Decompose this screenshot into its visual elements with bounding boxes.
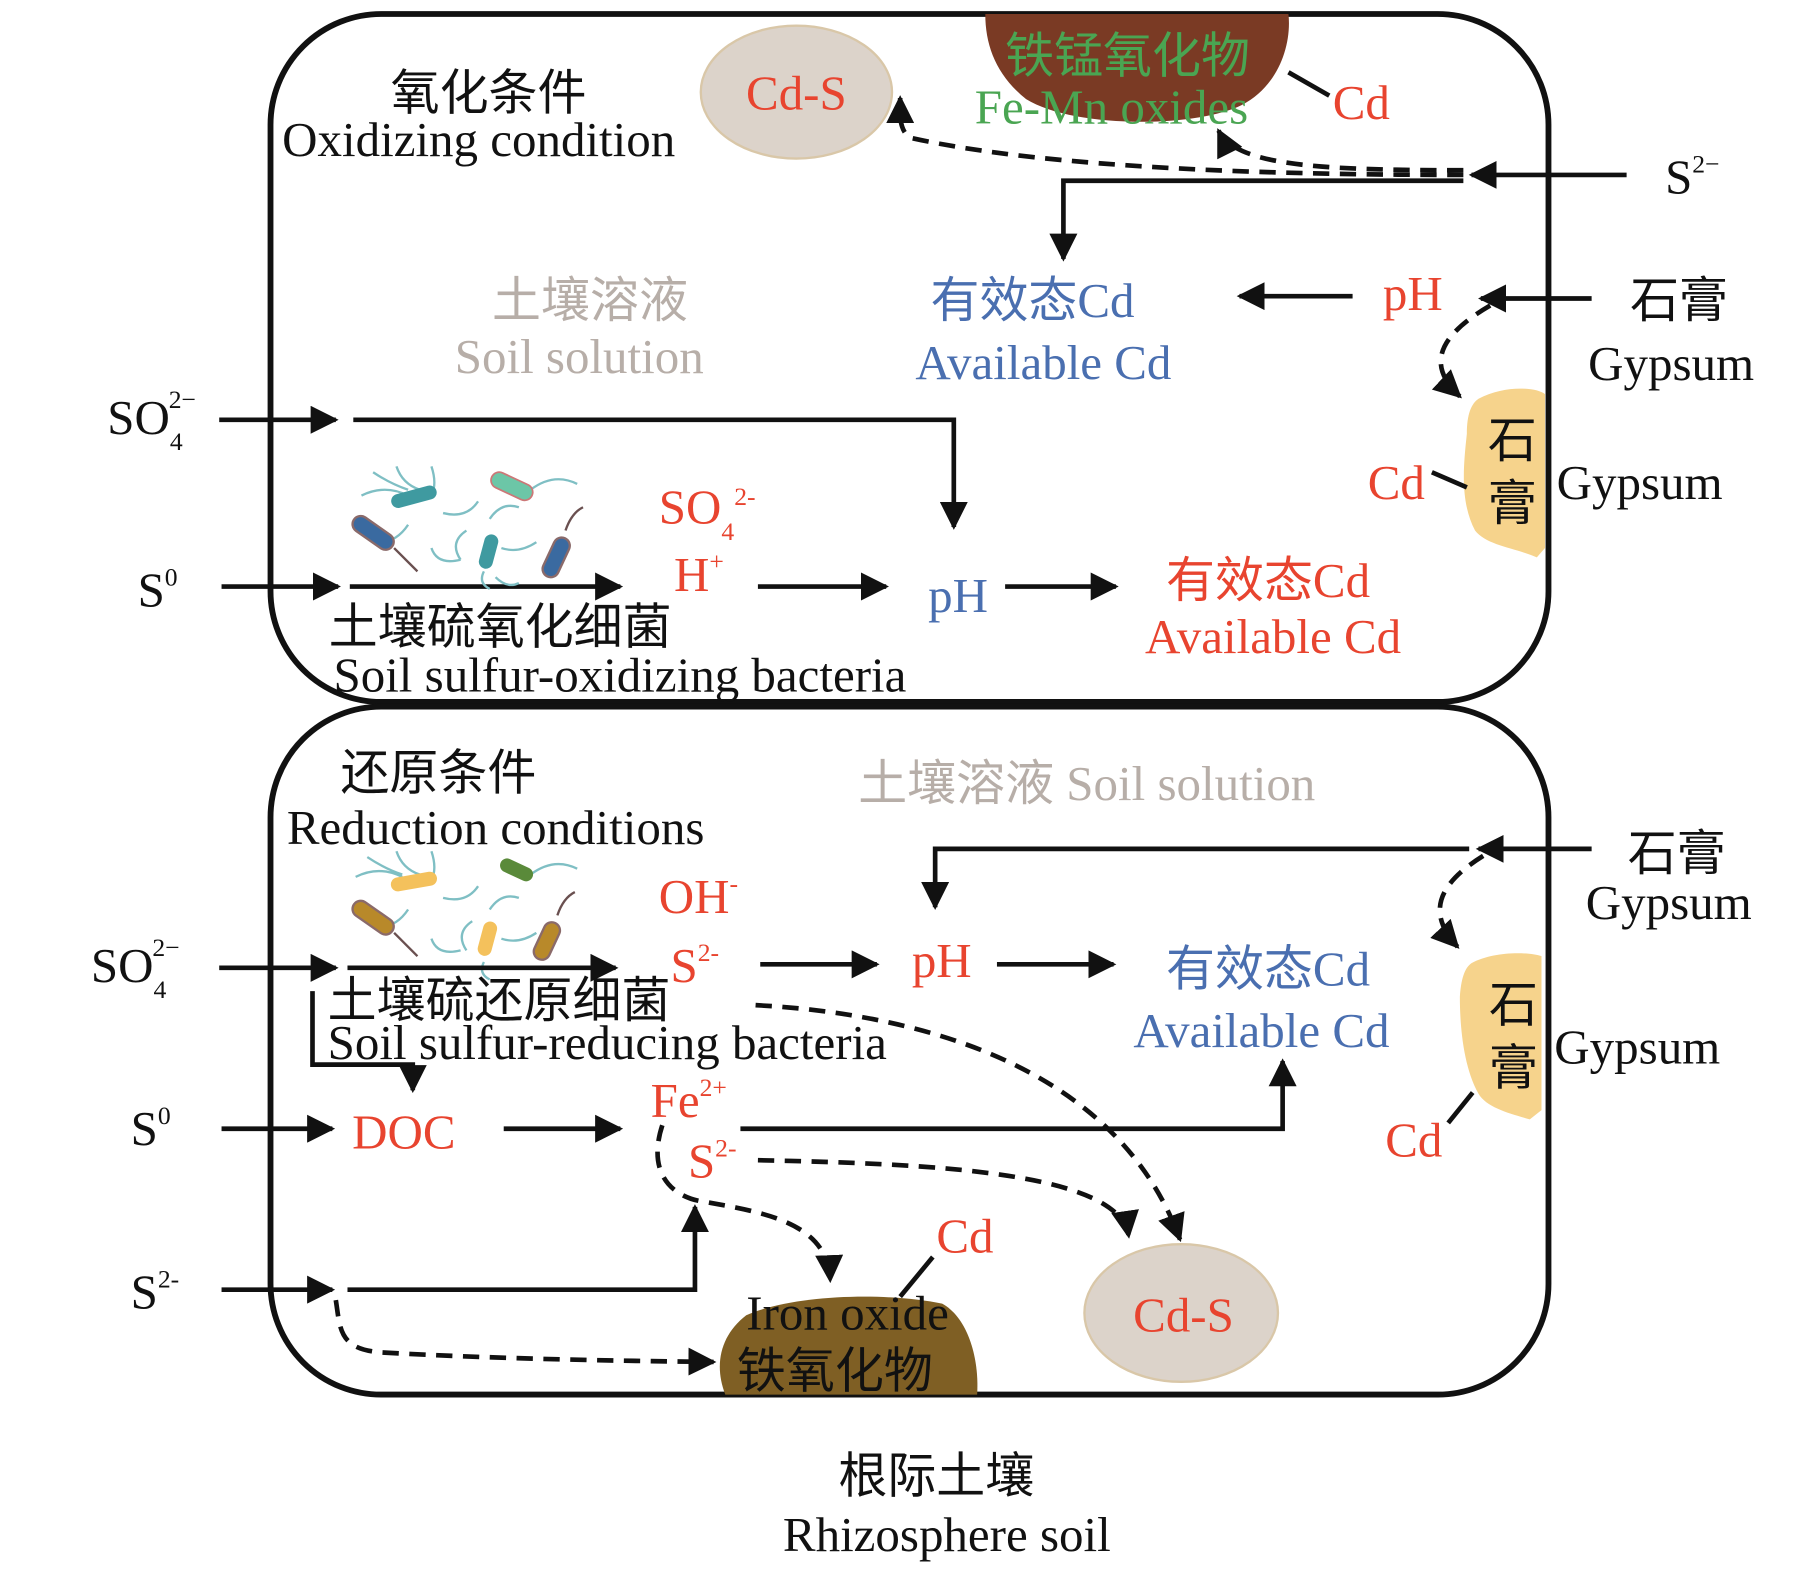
- gypsum-input-en-top: Gypsum: [1588, 336, 1754, 391]
- ph-bottom: pH: [912, 933, 972, 988]
- gypsum-particle-cn1-bottom: 石: [1489, 977, 1538, 1032]
- soil-solution-en: Soil solution: [455, 329, 704, 384]
- sulfur-reducing-bacteria-en: Soil sulfur-reducing bacteria: [328, 1015, 888, 1070]
- s2-to-femn-dashed-arrow: [1216, 128, 1464, 173]
- oxidizing-title-cn: 氧化条件: [391, 66, 587, 121]
- sulfur-oxidizing-bacteria-icon: [351, 466, 584, 590]
- fe-mn-oxides-en: Fe-Mn oxides: [975, 80, 1248, 135]
- femn-cd-bond: [1287, 70, 1331, 98]
- gypsum-particle-top: [1463, 388, 1545, 558]
- sulfur-reducing-bacteria-icon: [351, 850, 578, 981]
- gypsum-input-en-bottom: Gypsum: [1586, 875, 1752, 930]
- gypsum-cd-bond-top: [1430, 470, 1468, 490]
- iron-oxide-cd-bond: [898, 1255, 935, 1299]
- fe2-product: Fe2+: [651, 1073, 727, 1128]
- oxidizing-panel: 铁锰氧化物 Fe-Mn oxides Cd Cd-S 氧化条件 Oxidizin…: [107, 11, 1754, 705]
- s2-to-fe2-arrow: [347, 1204, 709, 1292]
- gypsum-cd-top: Cd: [1368, 455, 1425, 510]
- gypsum-particle-cn2-top: 膏: [1488, 476, 1537, 531]
- reduction-panel: 还原条件 Reduction conditions 土壤溶液 Soil solu…: [91, 703, 1752, 1399]
- s2-input-bottom: S2-: [131, 1264, 180, 1319]
- so4-to-ph-arrow: [353, 417, 968, 530]
- available-cd2-en-top: Available Cd: [1145, 609, 1401, 664]
- s0-input-bottom: S0: [131, 1101, 171, 1156]
- gypsum-to-particle-dashed-arrow-bottom: [1430, 853, 1485, 949]
- fe2-to-iron-oxide-dashed-arrow: [655, 1124, 844, 1284]
- gypsum-particle-cn1-top: 石: [1488, 413, 1537, 468]
- ph-top: pH: [1383, 266, 1443, 321]
- ph-mid-top: pH: [928, 568, 988, 623]
- fe2-to-available-cd-arrow: [740, 1058, 1297, 1132]
- oxidizing-title-en: Oxidizing condition: [282, 112, 675, 167]
- h-product: H+: [674, 547, 724, 602]
- gypsum-cd-bond-bottom: [1446, 1091, 1475, 1125]
- gypsum-to-ph-arrow-bottom: [921, 846, 1470, 910]
- s2-product-to-cds-dashed-arrow: [755, 1002, 1185, 1243]
- oh-product: OH-: [659, 869, 738, 924]
- fe-mn-oxides-cn: 铁锰氧化物: [1005, 28, 1250, 83]
- s0-input-top: S0: [138, 562, 178, 617]
- sulfur-oxidizing-bacteria-cn: 土壤硫氧化细菌: [329, 600, 672, 655]
- gypsum-cd-bottom: Cd: [1385, 1113, 1442, 1168]
- gypsum-input-cn-top: 石膏: [1630, 273, 1728, 328]
- soil-solution-bottom: 土壤溶液 Soil solution: [858, 756, 1315, 811]
- gypsum-particle-en-top: Gypsum: [1557, 455, 1723, 510]
- s2-input-top: S2−: [1665, 150, 1720, 205]
- available-cd-cn-top: 有效态Cd: [930, 273, 1134, 328]
- so4-input-top: SO42−: [107, 385, 196, 456]
- iron-oxide-cn: 铁氧化物: [737, 1344, 933, 1399]
- iron-oxide-particle: [719, 1296, 978, 1395]
- so4-product: SO42-: [659, 480, 756, 546]
- gypsum-input-cn-bottom: 石膏: [1628, 826, 1726, 881]
- oxidizing-box: [267, 11, 1552, 705]
- s2-to-cds-dashed-arrow: [886, 95, 1464, 178]
- gypsum-particle-cn2-bottom: 膏: [1489, 1040, 1538, 1095]
- cds-precipitate-bottom: [1083, 1243, 1280, 1383]
- s2-mid-product: S2-: [688, 1134, 737, 1189]
- ph-to-gypsum-particle-dashed-arrow: [1431, 303, 1492, 399]
- available-cd2-cn-top: 有效态Cd: [1166, 553, 1370, 608]
- reduction-title-en: Reduction conditions: [287, 800, 705, 855]
- s2-to-available-cd-arrow: [1049, 178, 1464, 262]
- reduction-title-cn: 还原条件: [340, 745, 536, 800]
- iron-oxide-en: Iron oxide: [746, 1285, 949, 1340]
- so4-input-bottom: SO42−: [91, 933, 180, 1004]
- cds-label-bottom: Cd-S: [1133, 1288, 1234, 1343]
- available-cd-cn-bottom: 有效态Cd: [1166, 941, 1370, 996]
- rhizosphere-title-en: Rhizosphere soil: [783, 1507, 1111, 1562]
- iron-oxide-cd: Cd: [936, 1208, 993, 1263]
- soil-solution-cn: 土壤溶液: [492, 273, 688, 328]
- s2-to-iron-oxide-dashed-arrow: [333, 1299, 717, 1376]
- sulfur-reducing-bacteria-cn: 土壤硫还原细菌: [328, 973, 671, 1028]
- gypsum-particle-en-bottom: Gypsum: [1554, 1019, 1720, 1074]
- sulfur-oxidizing-bacteria-en: Soil sulfur-oxidizing bacteria: [333, 647, 906, 702]
- cds-label-top: Cd-S: [746, 66, 847, 121]
- femn-cd-label: Cd: [1333, 75, 1390, 130]
- so4-to-doc-arrow: [310, 991, 427, 1094]
- s2-product: S2-: [670, 938, 719, 993]
- available-cd-en-top: Available Cd: [915, 335, 1171, 390]
- s2-mid-to-cds-dashed-arrow: [757, 1157, 1139, 1239]
- fe-mn-oxide-particle: [985, 13, 1289, 122]
- cds-precipitate-top: [699, 24, 894, 160]
- gypsum-particle-bottom: [1459, 953, 1542, 1120]
- available-cd-en-bottom: Available Cd: [1133, 1003, 1389, 1058]
- rhizosphere-title-cn: 根际土壤: [838, 1449, 1034, 1504]
- doc-label: DOC: [352, 1105, 455, 1160]
